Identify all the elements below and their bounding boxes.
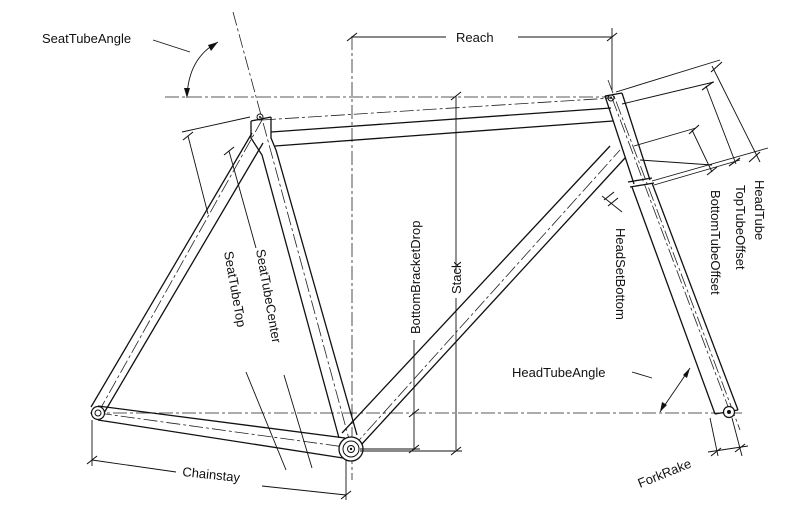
front-axle <box>722 405 736 419</box>
reach-dimension <box>346 28 618 90</box>
seat-tube-top-dimension <box>181 116 287 471</box>
down-tube <box>341 145 626 446</box>
chainstay-axis <box>97 412 353 449</box>
fork-axis <box>611 97 731 413</box>
chainstay-label: Chainstay <box>182 464 242 485</box>
fork-rake-dimension <box>707 417 749 457</box>
top-tube-offset-label: TopTubeOffset <box>733 185 748 270</box>
reach-label: Reach <box>456 30 494 45</box>
seat-stay <box>90 132 264 414</box>
chainstay-tube <box>97 405 346 459</box>
stack-dimension <box>360 91 462 456</box>
head-tube-top-joint <box>607 94 615 102</box>
seat-tube-center-dimension <box>223 146 313 469</box>
bottom-tube-offset-label: BottomTubeOffset <box>708 190 723 295</box>
bottom-bracket-drop-dimension <box>360 340 420 454</box>
top-tube <box>270 107 614 147</box>
dimension-lines <box>86 28 769 500</box>
rear-axle <box>90 405 106 421</box>
seat-tube-top-joint <box>256 113 264 121</box>
bottom-bracket <box>338 436 364 462</box>
bottom-bracket-drop-label: BottomBracketDrop <box>408 221 423 334</box>
seat-tube-center-label: SeatTubeCenter <box>253 248 284 345</box>
head-set-bottom-label: HeadSetBottom <box>613 228 628 320</box>
seat-tube <box>250 116 358 439</box>
frame-tubes <box>90 92 739 459</box>
head-tube <box>604 92 655 188</box>
seat-stay-axis <box>97 119 263 414</box>
reference-lines <box>90 11 742 480</box>
head-tube-angle-dimension <box>631 367 691 413</box>
steering-axis <box>607 79 741 431</box>
head-tube-angle-label: HeadTubeAngle <box>512 365 605 380</box>
headset-bottom-dimension <box>601 191 623 213</box>
seat-tube-axis <box>232 11 353 451</box>
chainstay-dimension <box>86 420 352 500</box>
seat-tube-angle-dimension <box>152 39 219 99</box>
seat-tube-top-label: SeatTubeTop <box>221 250 249 328</box>
down-tube-axis <box>351 149 621 449</box>
seat-tube-angle-label: SeatTubeAngle <box>42 31 131 46</box>
head-tube-dimensions <box>615 59 769 186</box>
top-tube-axis <box>261 97 613 121</box>
stack-label: Stack <box>449 261 464 294</box>
fork-rake-label: ForkRake <box>636 456 694 491</box>
joints <box>90 94 736 462</box>
head-tube-label: HeadTube <box>752 180 767 240</box>
